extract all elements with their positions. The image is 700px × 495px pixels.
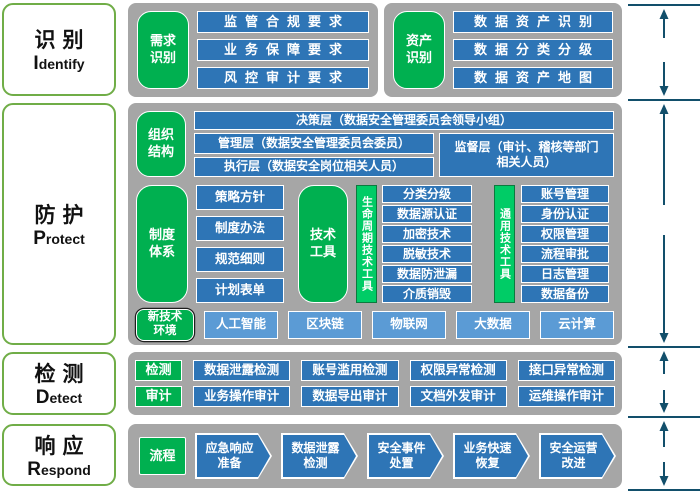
process-category: 流程 bbox=[139, 437, 186, 475]
phase-respond-en: Respond bbox=[27, 458, 91, 480]
respond-step-arrow: 安全事件 处置 bbox=[367, 433, 444, 479]
audit-row: 审计 业务操作审计 数据导出审计 文档外发审计 运维操作审计 bbox=[135, 386, 615, 407]
phase-protect: 防护 Protect bbox=[2, 103, 116, 345]
phase-detect-en: Detect bbox=[35, 387, 83, 409]
lifecycle-tool: 脱敏技术 bbox=[382, 245, 472, 263]
detection-item: 权限异常检测 bbox=[409, 360, 507, 381]
lifecycle-tool: 数据源认证 bbox=[382, 205, 472, 223]
new-tech-item: 云计算 bbox=[540, 311, 614, 339]
respond-step: 应急响应 准备 bbox=[197, 435, 270, 477]
phase-detect-zh: 检测 bbox=[34, 363, 91, 387]
policy-item: 策略方针 bbox=[196, 185, 284, 210]
decision-layer: 决策层（数据安全管理委员会领导小组） bbox=[194, 111, 614, 130]
audit-item: 业务操作审计 bbox=[193, 386, 291, 407]
requirement-identify-panel: 需求 识别 监管合规要求 业务保障要求 风控审计要求 bbox=[128, 3, 378, 97]
requirement-item: 业务保障要求 bbox=[197, 39, 369, 61]
audit-item: 运维操作审计 bbox=[517, 386, 615, 407]
policy-item: 制度办法 bbox=[196, 216, 284, 241]
requirement-items: 监管合规要求 业务保障要求 风控审计要求 bbox=[197, 11, 369, 89]
new-tech-section: 新技术 环境 人工智能 区块链 物联网 大数据 云计算 bbox=[136, 309, 614, 341]
lifecycle-tool: 分类分级 bbox=[382, 185, 472, 203]
organization-category: 组织 结构 bbox=[136, 111, 186, 177]
policy-items: 策略方针 制度办法 规范细则 计划表单 bbox=[196, 185, 284, 303]
section-dimension-arrows-icon bbox=[628, 4, 700, 491]
respond-step-arrow: 数据泄露 检测 bbox=[281, 433, 358, 479]
policy-item: 计划表单 bbox=[196, 278, 284, 303]
detection-item: 账号滥用检测 bbox=[301, 360, 399, 381]
lifecycle-tool: 数据防泄漏 bbox=[382, 265, 472, 283]
respond-step-arrow: 应急响应 准备 bbox=[195, 433, 272, 479]
phase-protect-en: Protect bbox=[33, 227, 85, 249]
respond-step-arrow: 安全运营 改进 bbox=[539, 433, 616, 479]
phase-identify-en: Identify bbox=[33, 53, 85, 75]
general-tool: 权限管理 bbox=[521, 225, 609, 243]
phase-respond: 响应 Respond bbox=[2, 424, 116, 486]
respond-panel: 流程 应急响应 准备 数据泄露 检测 安全事件 处置 业务快速 恢复 安全运营 … bbox=[128, 424, 622, 488]
detection-item: 数据泄露检测 bbox=[193, 360, 291, 381]
phase-identify-zh: 识别 bbox=[34, 29, 91, 53]
asset-item: 数据分类分级 bbox=[453, 39, 613, 61]
organization-left: 管理层（数据安全管理委员会委员） 执行层（数据安全岗位相关人员） bbox=[194, 133, 434, 177]
policy-system-category: 制度 体系 bbox=[136, 185, 188, 303]
detection-item: 接口异常检测 bbox=[517, 360, 615, 381]
new-tech-category: 新技术 环境 bbox=[136, 309, 194, 341]
lifecycle-tools-label: 生命周期技术工具 bbox=[356, 185, 377, 303]
policy-item: 规范细则 bbox=[196, 247, 284, 272]
requirement-item: 监管合规要求 bbox=[197, 11, 369, 33]
requirement-item: 风控审计要求 bbox=[197, 67, 369, 89]
requirement-identify-category: 需求 识别 bbox=[137, 11, 189, 89]
lifecycle-tool: 介质销毁 bbox=[382, 285, 472, 303]
respond-step-arrow: 业务快速 恢复 bbox=[453, 433, 530, 479]
general-tool-items: 账号管理 身份认证 权限管理 流程审批 日志管理 数据备份 bbox=[521, 185, 609, 303]
management-layer: 管理层（数据安全管理委员会委员） bbox=[194, 133, 434, 154]
detection-row: 检测 数据泄露检测 账号滥用检测 权限异常检测 接口异常检测 bbox=[135, 360, 615, 381]
audit-item: 文档外发审计 bbox=[409, 386, 507, 407]
phase-respond-zh: 响应 bbox=[34, 434, 91, 458]
organization-grid: 决策层（数据安全管理委员会领导小组） 管理层（数据安全管理委员会委员） 执行层（… bbox=[194, 111, 614, 177]
detection-category: 检测 bbox=[135, 360, 182, 381]
general-tool: 身份认证 bbox=[521, 205, 609, 223]
audit-item: 数据导出审计 bbox=[301, 386, 399, 407]
asset-identify-panel: 资产 识别 数据资产识别 数据分类分级 数据资产地图 bbox=[384, 3, 622, 97]
respond-step: 安全运营 改进 bbox=[541, 435, 614, 477]
asset-items: 数据资产识别 数据分类分级 数据资产地图 bbox=[453, 11, 613, 89]
general-tool: 数据备份 bbox=[521, 285, 609, 303]
protect-panel: 组织 结构 决策层（数据安全管理委员会领导小组） 管理层（数据安全管理委员会委员… bbox=[128, 103, 622, 345]
asset-identify-category: 资产 识别 bbox=[393, 11, 445, 89]
lifecycle-tool-items: 分类分级 数据源认证 加密技术 脱敏技术 数据防泄漏 介质销毁 bbox=[382, 185, 472, 303]
general-tool: 流程审批 bbox=[521, 245, 609, 263]
new-tech-item: 区块链 bbox=[288, 311, 362, 339]
phase-detect: 检测 Detect bbox=[2, 352, 116, 415]
tech-tools-category: 技术 工具 bbox=[298, 185, 348, 303]
asset-item: 数据资产识别 bbox=[453, 11, 613, 33]
asset-item: 数据资产地图 bbox=[453, 67, 613, 89]
lifecycle-tool: 加密技术 bbox=[382, 225, 472, 243]
phase-protect-zh: 防护 bbox=[34, 203, 91, 227]
audit-category: 审计 bbox=[135, 386, 182, 407]
detect-panel: 检测 数据泄露检测 账号滥用检测 权限异常检测 接口异常检测 审计 业务操作审计… bbox=[128, 352, 622, 415]
general-tools-label: 通用技术工具 bbox=[494, 185, 515, 303]
new-tech-item: 人工智能 bbox=[204, 311, 278, 339]
organization-bottom: 管理层（数据安全管理委员会委员） 执行层（数据安全岗位相关人员） 监督层（审计、… bbox=[194, 133, 614, 177]
general-tool: 账号管理 bbox=[521, 185, 609, 203]
general-tool: 日志管理 bbox=[521, 265, 609, 283]
new-tech-item: 物联网 bbox=[372, 311, 446, 339]
organization-section: 组织 结构 决策层（数据安全管理委员会领导小组） 管理层（数据安全管理委员会委员… bbox=[136, 111, 614, 177]
respond-step: 安全事件 处置 bbox=[369, 435, 442, 477]
new-tech-item: 大数据 bbox=[456, 311, 530, 339]
respond-step: 业务快速 恢复 bbox=[455, 435, 528, 477]
execution-layer: 执行层（数据安全岗位相关人员） bbox=[194, 156, 434, 177]
phase-identify: 识别 Identify bbox=[2, 3, 116, 96]
respond-step: 数据泄露 检测 bbox=[283, 435, 356, 477]
supervision-layer: 监督层（审计、稽核等部门 相关人员） bbox=[439, 133, 614, 177]
policy-and-tools-section: 制度 体系 策略方针 制度办法 规范细则 计划表单 技术 工具 生命周期技术工具… bbox=[136, 185, 614, 303]
